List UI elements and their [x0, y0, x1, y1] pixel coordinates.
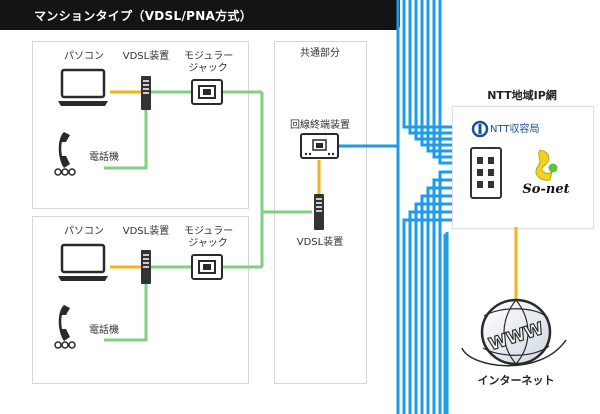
telephone-icon	[54, 305, 76, 349]
pc-label: パソコン	[64, 226, 104, 237]
vdsl-device-icon	[141, 76, 151, 110]
ntt-office-label: NTT収容局	[490, 124, 540, 135]
jack-label-line1: モジュラー	[184, 226, 234, 237]
pc-label: パソコン	[64, 51, 104, 62]
pc-icon	[58, 243, 108, 281]
line-terminal-label: 回線終端装置	[290, 120, 350, 131]
phone-label: 電話機	[89, 325, 119, 336]
modular-jack-icon	[191, 254, 223, 280]
vdsl-device-icon	[141, 250, 151, 284]
common-vdsl-label: VDSL装置	[296, 237, 344, 248]
vdsl-label: VDSL装置	[122, 226, 170, 237]
fiber-lines	[338, 0, 452, 414]
ntt-network-title: NTT地域IP網	[487, 89, 557, 102]
ntt-office-building-icon	[470, 147, 502, 199]
sonet-mascot-icon	[535, 149, 558, 181]
common-area-title: 共通部分	[300, 48, 340, 59]
sonet-logo-text: So-net	[522, 182, 570, 197]
internet-label: インターネット	[477, 374, 555, 387]
telephone-icon	[54, 132, 76, 176]
phone-lines	[104, 90, 312, 342]
modular-jack-icon	[191, 79, 223, 105]
vdsl-device-icon	[314, 194, 324, 230]
vdsl-label: VDSL装置	[122, 51, 170, 62]
lan-lines	[110, 90, 518, 300]
phone-label: 電話機	[89, 152, 119, 163]
jack-label-line2: ジャック	[188, 63, 228, 74]
pc-icon	[58, 68, 108, 106]
jack-label-line2: ジャック	[188, 238, 228, 249]
internet-globe-icon	[461, 298, 567, 367]
ntt-logo-icon	[471, 120, 489, 138]
jack-label-line1: モジュラー	[184, 51, 234, 62]
title-bar	[0, 0, 400, 30]
line-terminal-icon	[300, 133, 339, 159]
page-title: マンションタイプ（VDSL/PNA方式）	[34, 9, 253, 23]
